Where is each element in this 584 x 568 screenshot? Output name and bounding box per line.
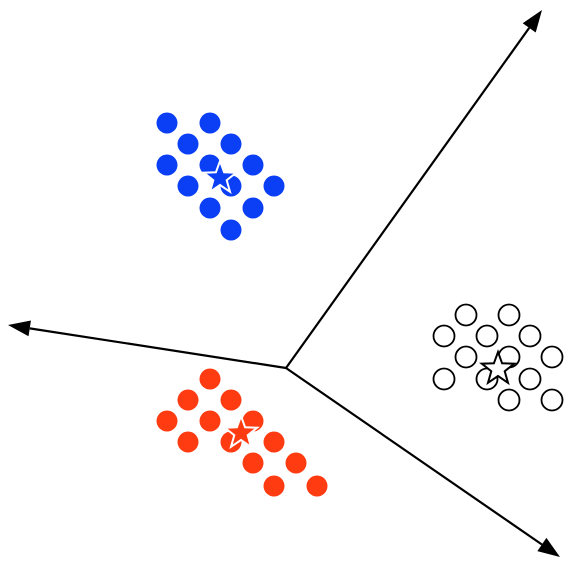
blue-cluster-point bbox=[199, 154, 221, 176]
red-cluster-point bbox=[156, 410, 178, 432]
red-cluster-point bbox=[263, 431, 285, 453]
axis-down-right-arrowhead-icon bbox=[537, 537, 560, 557]
red-cluster bbox=[156, 368, 328, 497]
red-cluster-point bbox=[177, 389, 199, 411]
red-cluster-point bbox=[263, 475, 285, 497]
axis-down-right-line bbox=[285, 367, 543, 546]
white-cluster-point bbox=[454, 303, 478, 327]
axis-down-right bbox=[285, 367, 560, 557]
axis-left bbox=[8, 320, 287, 370]
white-cluster-point bbox=[475, 324, 499, 348]
red-cluster-point bbox=[242, 452, 264, 474]
blue-cluster-point bbox=[199, 197, 221, 219]
red-cluster-point bbox=[199, 410, 221, 432]
blue-cluster-point bbox=[242, 197, 264, 219]
axis-up-right-line bbox=[285, 27, 531, 369]
blue-cluster-point bbox=[220, 219, 242, 241]
white-cluster-point bbox=[518, 324, 542, 348]
blue-cluster-point bbox=[156, 154, 178, 176]
white-cluster-point bbox=[540, 345, 564, 369]
axis-up-right bbox=[285, 10, 542, 369]
white-cluster-point bbox=[497, 388, 521, 412]
axis-left-arrowhead-icon bbox=[8, 320, 31, 337]
white-cluster-point bbox=[432, 324, 456, 348]
red-cluster-point bbox=[220, 389, 242, 411]
white-cluster-point bbox=[518, 367, 542, 391]
blue-cluster-point bbox=[177, 175, 199, 197]
blue-cluster-point bbox=[242, 154, 264, 176]
white-cluster-point bbox=[454, 345, 478, 369]
red-centroid-star-icon bbox=[222, 413, 260, 450]
white-cluster-point bbox=[432, 367, 456, 391]
blue-cluster-point bbox=[220, 133, 242, 155]
axis-up-right-arrowhead-icon bbox=[522, 10, 542, 33]
red-cluster-point bbox=[306, 475, 328, 497]
white-cluster-point bbox=[497, 303, 521, 327]
red-cluster-point bbox=[242, 410, 264, 432]
stars-layer bbox=[201, 158, 517, 450]
blue-centroid-star-icon bbox=[201, 158, 239, 195]
white-cluster bbox=[432, 303, 564, 412]
red-cluster-point bbox=[285, 452, 307, 474]
blue-cluster bbox=[156, 112, 285, 241]
blue-cluster-point bbox=[156, 112, 178, 134]
blue-cluster-point bbox=[263, 175, 285, 197]
blue-cluster-point bbox=[177, 133, 199, 155]
axes-layer bbox=[8, 10, 560, 557]
blue-cluster-point bbox=[199, 112, 221, 134]
white-cluster-point bbox=[540, 388, 564, 412]
points-layer bbox=[156, 112, 564, 497]
axis-left-line bbox=[29, 327, 287, 370]
red-cluster-point bbox=[177, 431, 199, 453]
white-centroid-star-icon bbox=[479, 349, 517, 386]
red-cluster-point bbox=[199, 368, 221, 390]
